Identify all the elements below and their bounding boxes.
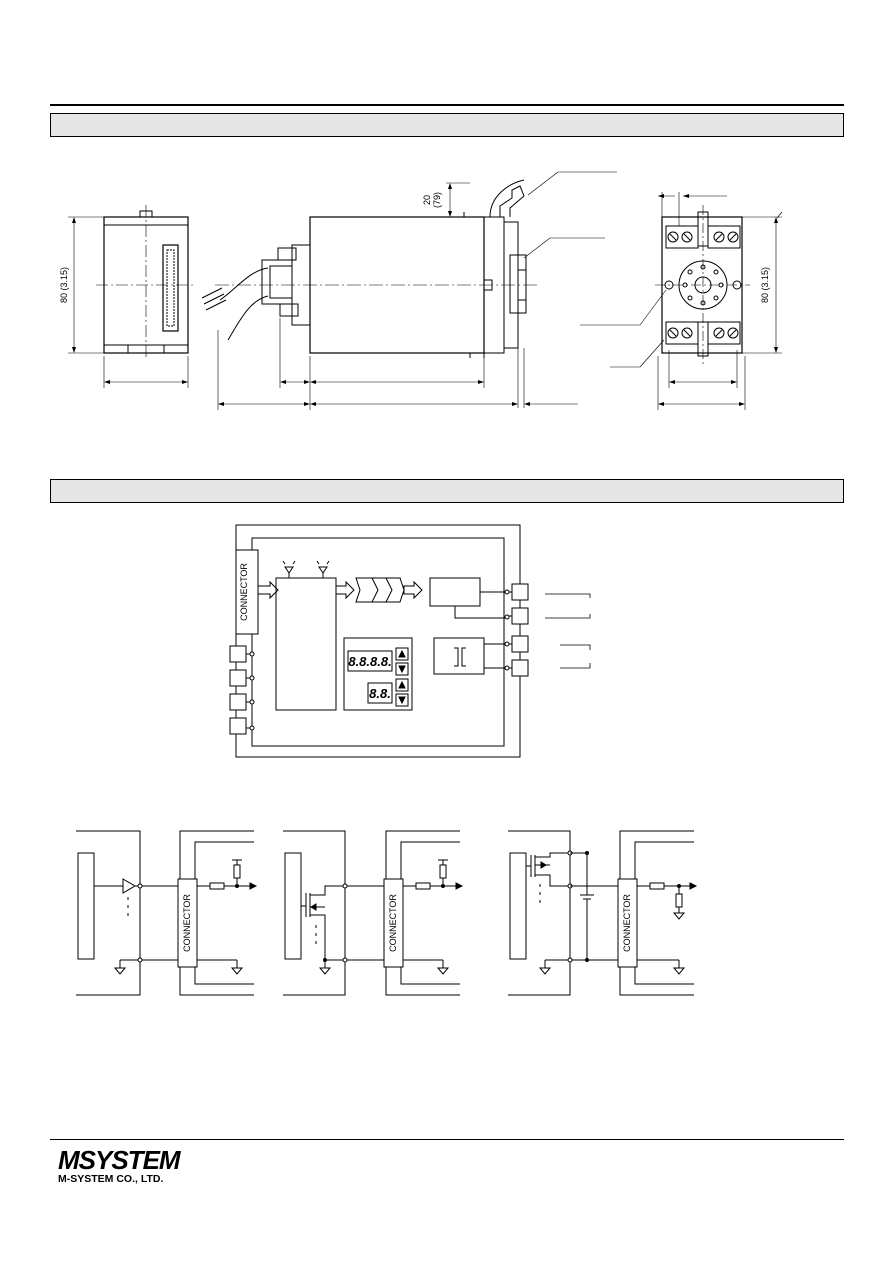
circuit-c: [508, 830, 698, 996]
circuit-b: [283, 830, 464, 996]
socket-height-label: 80 (3.15): [760, 267, 770, 303]
front-view: [68, 205, 196, 388]
company-name: M-SYSTEM CO., LTD.: [58, 1173, 164, 1185]
block-diagram: [229, 524, 591, 758]
front-height-label: 80 (3.15): [59, 267, 69, 303]
side-view: [201, 171, 617, 410]
company-logo: MSYSTEM M-SYSTEM CO., LTD.: [58, 1145, 181, 1185]
side-top-label: 20: [422, 195, 432, 205]
socket-view: [580, 192, 783, 410]
block-connector-label: CONNECTOR: [239, 563, 249, 621]
circuit-a: [76, 830, 258, 996]
side-top-sublabel: (79): [432, 192, 442, 208]
led-display-bottom: 8.8.: [369, 686, 391, 701]
top-rule: [50, 104, 844, 106]
circuit-c-connector-label: CONNECTOR: [622, 894, 632, 952]
circuit-a-connector-label: CONNECTOR: [182, 894, 192, 952]
footer-rule: [50, 1139, 844, 1140]
circuit-b-connector-label: CONNECTOR: [388, 894, 398, 952]
led-display-top: 8.8.8.8.: [348, 654, 391, 669]
section-bar-schematic: [50, 479, 844, 503]
logo-mark: MSYSTEM: [58, 1145, 181, 1175]
section-bar-dimensions: [50, 113, 844, 137]
